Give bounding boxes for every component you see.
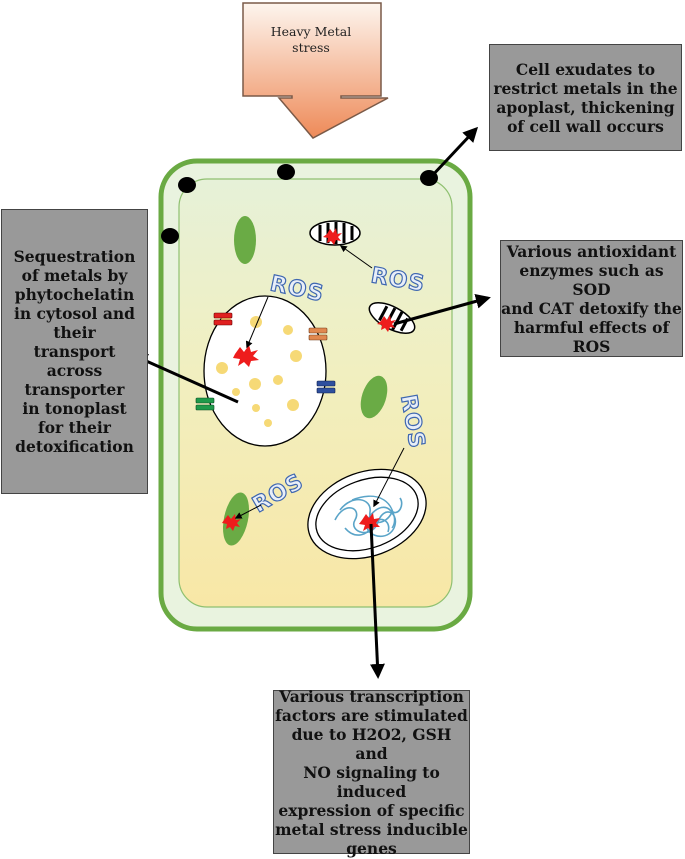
transcription-factors-box: Various transcription factors are stimul… (273, 687, 470, 858)
cell-exudates-box: Cell exudates to restrict metals in the … (489, 44, 682, 151)
transporter-blue (316, 380, 336, 394)
metal-particle (178, 177, 196, 193)
ros-burst (222, 514, 241, 531)
arrow-to-transcription (369, 523, 385, 679)
transporter-green (195, 397, 215, 411)
vacuole (203, 295, 327, 447)
ros-arrow (245, 296, 269, 349)
ros-arrow (373, 447, 405, 508)
ros-burst (323, 228, 342, 245)
ros-arrow (339, 245, 373, 269)
ros-burst (377, 315, 396, 332)
ros-burst (233, 345, 259, 367)
ros-burst (359, 513, 380, 532)
chloroplast (360, 375, 388, 419)
arrow-to-antioxidant (393, 293, 491, 326)
arrow-to-exudates (428, 126, 479, 180)
metal-particle (277, 164, 295, 180)
metal-particle (161, 228, 179, 244)
antioxidant-enzymes-box: Various antioxidant enzymes such as SOD … (500, 240, 683, 357)
ros-arrow (234, 504, 262, 519)
chloroplast (222, 492, 250, 546)
arrow-to-sequestration (132, 354, 239, 404)
heavy-metal-stress-arrow (242, 2, 389, 139)
sequestration-box: Sequestration of metals by phytochelatin… (1, 209, 148, 494)
chloroplast (234, 216, 256, 264)
nucleus (307, 468, 427, 560)
transporter-red (213, 312, 233, 326)
heavy-metal-stress-label: Heavy Metal stress (270, 24, 352, 55)
transporter-orange (308, 327, 328, 341)
